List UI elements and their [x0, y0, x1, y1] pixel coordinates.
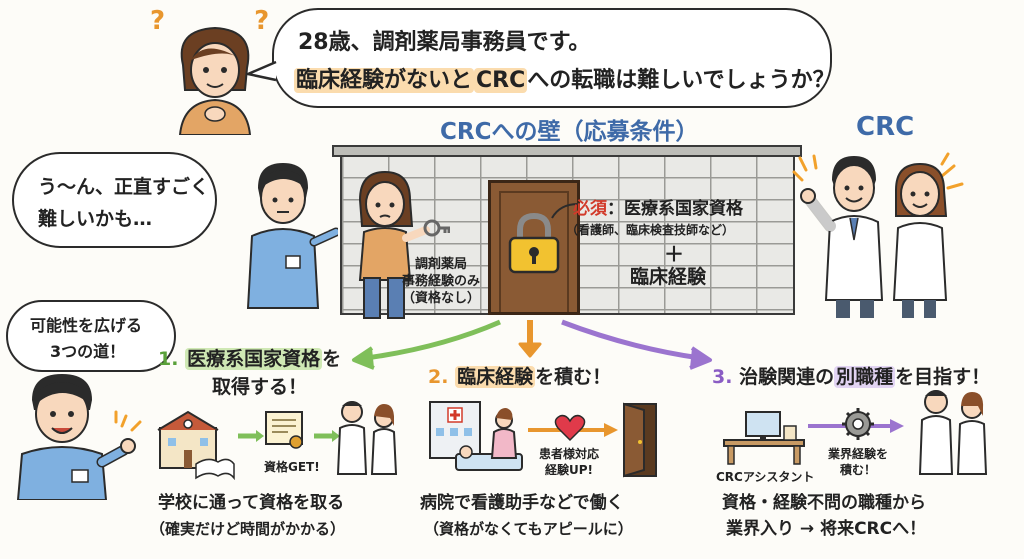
step1-caption-2: （確実だけど時間がかかる）	[150, 520, 346, 538]
question-highlight-crc: CRC	[474, 68, 528, 93]
roads-speech-bubble: 可能性を広げる 3つの道！	[6, 300, 176, 372]
reply-line-2: 難しいかも…	[38, 208, 153, 230]
step2-number: 2.	[428, 366, 449, 388]
pharmacy-label: 調剤薬局 事務経験のみ （資格なし）	[396, 256, 486, 307]
crc-label: CRC	[856, 112, 915, 142]
step3-professionals-icon	[918, 390, 988, 475]
question-line-2-rest: への転職は難しいでしょうか？	[527, 68, 835, 93]
guide-man-illustration	[16, 374, 142, 500]
advisor-man-illustration	[246, 163, 338, 309]
wall-title: CRCへの壁（応募条件）	[440, 119, 699, 145]
step1-badge: 資格GET!	[264, 460, 320, 474]
step3-title-highlight: 別職種	[834, 366, 896, 388]
step2-badge: 患者様対応 経験UP!	[528, 446, 610, 478]
pharmacy-label-line-3: （資格なし）	[401, 291, 480, 306]
desk-computer-icon	[723, 411, 805, 465]
roads-line-2: 3つの道！	[50, 342, 126, 361]
step2-caption-1: 病院で看護助手などで働く	[420, 493, 624, 513]
step3-title-suffix: を目指す！	[895, 366, 991, 388]
step1-caption-1: 学校に通って資格を取る	[158, 493, 345, 513]
step2-title-highlight: 臨床経験	[455, 366, 536, 388]
step2-badge-line-1: 患者様対応	[538, 447, 599, 461]
pharmacy-label-line-2: 事務経験のみ	[401, 274, 480, 289]
step2-heart-arrow	[528, 414, 618, 442]
requirement-required-prefix: 必須	[573, 199, 607, 219]
step3-badge: 業界経験を 積む！	[818, 446, 898, 478]
question-bubble-tail	[246, 60, 277, 82]
requirement-experience: 臨床経験	[630, 266, 707, 288]
worried-woman-illustration	[178, 26, 252, 135]
step1-title: 1. 医療系国家資格を	[158, 344, 341, 371]
step1-arrow	[238, 430, 264, 442]
step3-gear-arrow	[808, 408, 904, 440]
requirement-required-text: ：医療系国家資格	[607, 199, 743, 219]
step3-caption-1: 資格・経験不問の職種から	[722, 493, 926, 513]
step1-number: 1.	[158, 348, 179, 370]
wall-cap	[332, 145, 802, 157]
step1-professionals-icon	[336, 401, 398, 475]
school-icon	[157, 410, 235, 480]
step3-title: 3. 治験関連の別職種を目指す！	[712, 362, 990, 389]
reply-line-1: う〜ん、正直すごく	[38, 176, 210, 198]
question-line-1: 28歳、調剤薬局事務員です。	[298, 30, 591, 55]
woman-with-key-illustration	[358, 170, 450, 319]
step1-title-suffix: を	[322, 348, 342, 370]
requirement-required: 必須：医療系国家資格	[573, 194, 743, 219]
step3-badge-line-1: 業界経験を	[827, 447, 888, 461]
step3-title-prefix: 治験関連の	[739, 366, 835, 388]
step3-desk-label: CRCアシスタント	[716, 470, 815, 484]
step2-caption-2: （資格がなくてもアピールに）	[424, 520, 633, 538]
requirement-connector-line	[551, 203, 579, 219]
step2-title-suffix: を積む！	[535, 366, 612, 388]
door-panel	[499, 191, 569, 312]
path-arrows	[352, 319, 712, 370]
open-door-icon	[623, 402, 657, 478]
step3-caption-2: 業界入り → 将来CRCへ！	[726, 519, 927, 539]
step2-title: 2. 臨床経験を積む！	[428, 362, 611, 389]
question-highlight-experience: 臨床経験がないと	[294, 68, 475, 93]
step3-number: 3.	[712, 366, 733, 388]
padlock-icon	[508, 212, 560, 274]
roads-line-1: 可能性を広げる	[30, 316, 143, 335]
step1-title-line-2: 取得する！	[212, 376, 308, 398]
certificate-icon	[265, 411, 303, 449]
requirement-plus: ＋	[664, 242, 684, 266]
requirement-examples: （看護師、臨床検査技師など）	[566, 223, 735, 237]
step1-title-highlight: 医療系国家資格	[185, 348, 323, 370]
step1-arrow-2	[314, 430, 340, 442]
pharmacy-label-line-1: 調剤薬局	[414, 257, 467, 272]
step3-badge-line-2: 積む！	[839, 463, 876, 477]
crc-staff-illustration	[792, 152, 964, 318]
step2-badge-line-2: 経験UP!	[544, 463, 593, 477]
reply-speech-bubble: う〜ん、正直すごく 難しいかも…	[12, 152, 217, 248]
hospital-icon	[429, 401, 523, 471]
